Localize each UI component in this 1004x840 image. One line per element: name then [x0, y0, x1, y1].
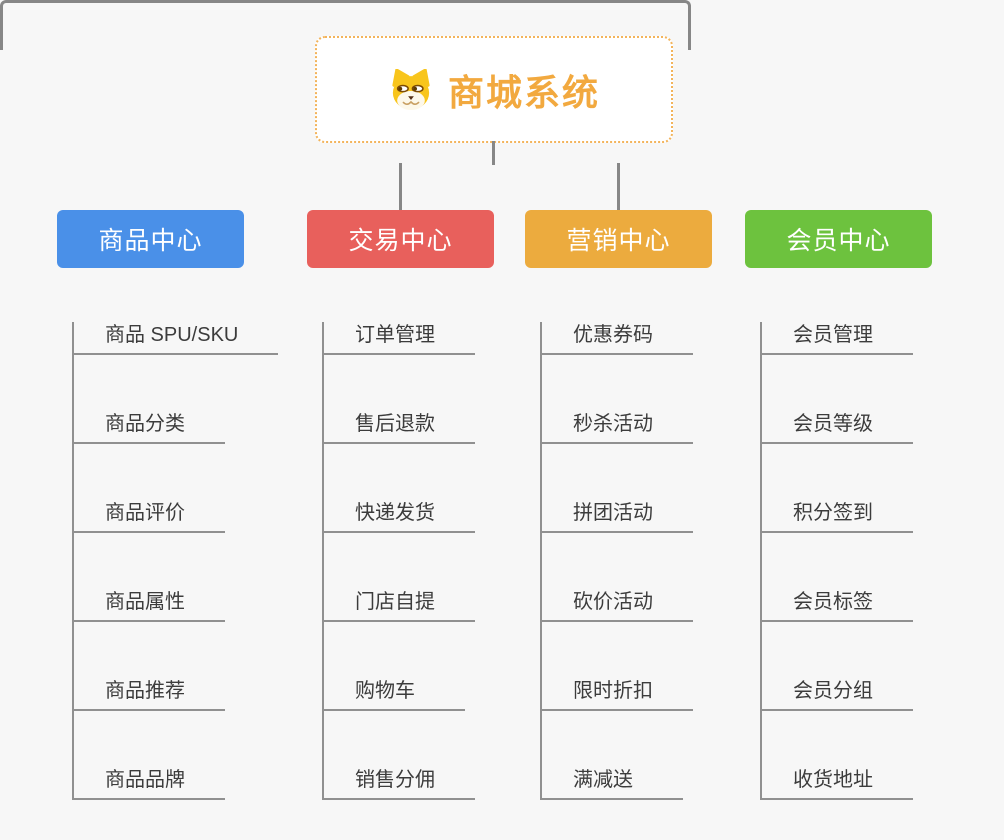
- child-node[interactable]: 订单管理: [324, 322, 475, 355]
- child-node[interactable]: 会员等级: [762, 411, 913, 444]
- connector-horizontal-bar: [0, 0, 691, 50]
- branch-node-trade-center[interactable]: 交易中心: [307, 210, 494, 268]
- child-node[interactable]: 秒杀活动: [542, 411, 693, 444]
- branch-trade-center: 交易中心 订单管理 售后退款 快递发货 门店自提 购物车 销售分佣: [307, 210, 494, 800]
- root-title: 商城系统: [447, 71, 600, 113]
- branch-marketing-center: 营销中心 优惠券码 秒杀活动 拼团活动 砍价活动 限时折扣 满减送: [525, 210, 712, 800]
- branch-children: 会员管理 会员等级 积分签到 会员标签 会员分组 收货地址: [760, 322, 932, 800]
- branch-product-center: 商品中心 商品 SPU/SKU 商品分类 商品评价 商品属性 商品推荐 商品品牌: [57, 210, 279, 800]
- branch-node-member-center[interactable]: 会员中心: [745, 210, 932, 268]
- child-node[interactable]: 限时折扣: [542, 678, 693, 711]
- child-node[interactable]: 商品分类: [74, 411, 225, 444]
- child-node[interactable]: 商品评价: [74, 500, 225, 533]
- child-node[interactable]: 门店自提: [324, 589, 475, 622]
- branch-children: 商品 SPU/SKU 商品分类 商品评价 商品属性 商品推荐 商品品牌: [72, 322, 279, 800]
- root-node[interactable]: 商城系统: [315, 36, 673, 143]
- child-node[interactable]: 收货地址: [762, 767, 913, 800]
- connector-drop-trade: [399, 163, 402, 210]
- child-node[interactable]: 销售分佣: [324, 767, 475, 800]
- branch-node-marketing-center[interactable]: 营销中心: [525, 210, 712, 268]
- child-node[interactable]: 积分签到: [762, 500, 913, 533]
- child-node[interactable]: 商品推荐: [74, 678, 225, 711]
- child-node[interactable]: 会员标签: [762, 589, 913, 622]
- child-node[interactable]: 满减送: [542, 767, 683, 800]
- branch-member-center: 会员中心 会员管理 会员等级 积分签到 会员标签 会员分组 收货地址: [745, 210, 932, 800]
- child-node[interactable]: 拼团活动: [542, 500, 693, 533]
- child-node[interactable]: 商品品牌: [74, 767, 225, 800]
- branch-node-product-center[interactable]: 商品中心: [57, 210, 244, 268]
- child-node[interactable]: 砍价活动: [542, 589, 693, 622]
- child-node[interactable]: 商品 SPU/SKU: [74, 322, 279, 355]
- doge-icon: [388, 68, 434, 111]
- child-node[interactable]: 购物车: [324, 678, 465, 711]
- child-node[interactable]: 优惠券码: [542, 322, 693, 355]
- child-node[interactable]: 会员管理: [762, 322, 913, 355]
- child-node[interactable]: 售后退款: [324, 411, 475, 444]
- child-node[interactable]: 商品属性: [74, 589, 225, 622]
- branch-children: 订单管理 售后退款 快递发货 门店自提 购物车 销售分佣: [322, 322, 494, 800]
- connector-root-stub: [492, 141, 495, 165]
- connector-drop-marketing: [617, 163, 620, 210]
- child-node[interactable]: 快递发货: [324, 500, 475, 533]
- child-node[interactable]: 会员分组: [762, 678, 913, 711]
- branch-children: 优惠券码 秒杀活动 拼团活动 砍价活动 限时折扣 满减送: [540, 322, 712, 800]
